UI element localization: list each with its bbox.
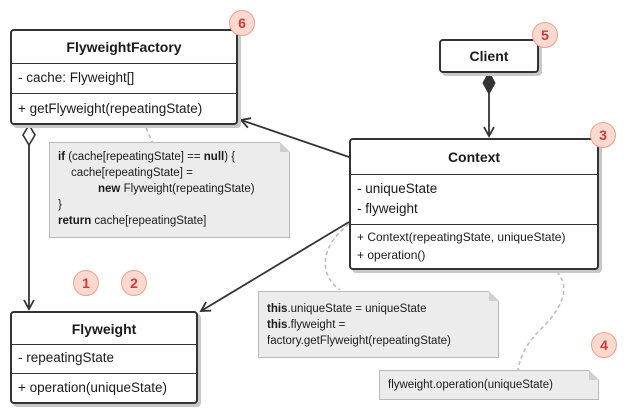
flyweight-fields: - repeatingState	[12, 344, 196, 373]
composition-diamond	[482, 70, 496, 96]
context-factory-association	[239, 117, 350, 158]
note-line: this.uniqueState = uniqueState	[267, 301, 490, 317]
code-text: factory.getFlyweight(repeatingState)	[267, 335, 451, 347]
factory-code-note: if (cache[repeatingState] == null) { cac…	[49, 142, 290, 238]
client-title: Client	[469, 48, 509, 64]
keyword: return	[58, 215, 92, 227]
note-line: if (cache[repeatingState] == null) {	[58, 149, 281, 165]
code-text: (cache[repeatingState] ==	[65, 151, 204, 163]
flyweight-factory-fields: - cache: Flyweight[]	[12, 63, 236, 93]
note-fold-corner	[280, 142, 290, 152]
flyweight-factory-class[interactable]: FlyweightFactory - cache: Flyweight[] + …	[10, 29, 238, 125]
step-badge-5: 5	[532, 22, 558, 48]
flyweight-class[interactable]: Flyweight - repeatingState + operation(u…	[10, 311, 198, 404]
context-title: Context	[447, 149, 501, 165]
note-line: this.flyweight =	[267, 317, 490, 333]
code-text: }	[58, 199, 62, 211]
code-text: cache[repeatingState] =	[71, 167, 193, 179]
code-text: .flyweight =	[287, 319, 346, 331]
code-text: ) {	[224, 151, 236, 163]
step-badge-1: 1	[73, 270, 99, 296]
note-line: factory.getFlyweight(repeatingState)	[267, 333, 490, 349]
context-method: + Context(repeatingState, uniqueState)	[357, 230, 566, 244]
note-fold-corner	[589, 370, 599, 380]
context-field: - uniqueState	[357, 181, 438, 196]
keyword: if	[58, 151, 66, 163]
flyweight-factory-field: - cache: Flyweight[]	[18, 70, 135, 85]
context-class[interactable]: Context - uniqueState - flyweight + Cont…	[349, 138, 599, 270]
context-methods: + Context(repeatingState, uniqueState) +…	[351, 224, 597, 268]
client-class[interactable]: Client	[439, 39, 539, 73]
flyweight-methods: + operation(uniqueState)	[12, 373, 196, 402]
note-line: }	[58, 197, 281, 213]
context-fields: - uniqueState - flyweight	[351, 174, 597, 224]
flyweight-factory-methods: + getFlyweight(repeatingState)	[12, 93, 236, 123]
note-line: new Flyweight(repeatingState)	[58, 181, 281, 197]
context-constructor-note: this.uniqueState = uniqueState this.flyw…	[258, 291, 499, 358]
flyweight-title: Flyweight	[71, 320, 137, 337]
keyword: this	[267, 319, 288, 331]
keyword: this	[267, 303, 288, 315]
step-badge-4: 4	[591, 332, 617, 358]
code-text: Flyweight(repeatingState)	[120, 183, 255, 195]
flyweight-field: - repeatingState	[18, 350, 115, 365]
flyweight-factory-title: FlyweightFactory	[66, 39, 182, 55]
note-line: flyweight.operation(uniqueState)	[388, 379, 553, 391]
step-badge-6: 6	[229, 10, 255, 36]
operation-note-link	[442, 251, 565, 371]
keyword: null	[203, 151, 225, 163]
step-badge-3: 3	[590, 122, 616, 148]
context-flyweight-association	[199, 221, 350, 312]
flyweight-method: + operation(uniqueState)	[18, 380, 167, 395]
aggregation-diamond	[22, 123, 36, 147]
note-line: cache[repeatingState] =	[58, 165, 281, 181]
context-method: + operation()	[357, 248, 426, 262]
step-badge-2: 2	[121, 270, 147, 296]
context-field: - flyweight	[357, 201, 418, 216]
code-text: cache[repeatingState]	[91, 215, 207, 227]
context-note-link	[324, 223, 350, 291]
note-line: return cache[repeatingState]	[58, 213, 281, 229]
keyword: new	[98, 183, 121, 195]
note-fold-corner	[489, 291, 499, 301]
code-text: .uniqueState = uniqueState	[287, 303, 427, 315]
flyweight-factory-method: + getFlyweight(repeatingState)	[18, 101, 203, 116]
operation-note: flyweight.operation(uniqueState)	[379, 370, 599, 400]
